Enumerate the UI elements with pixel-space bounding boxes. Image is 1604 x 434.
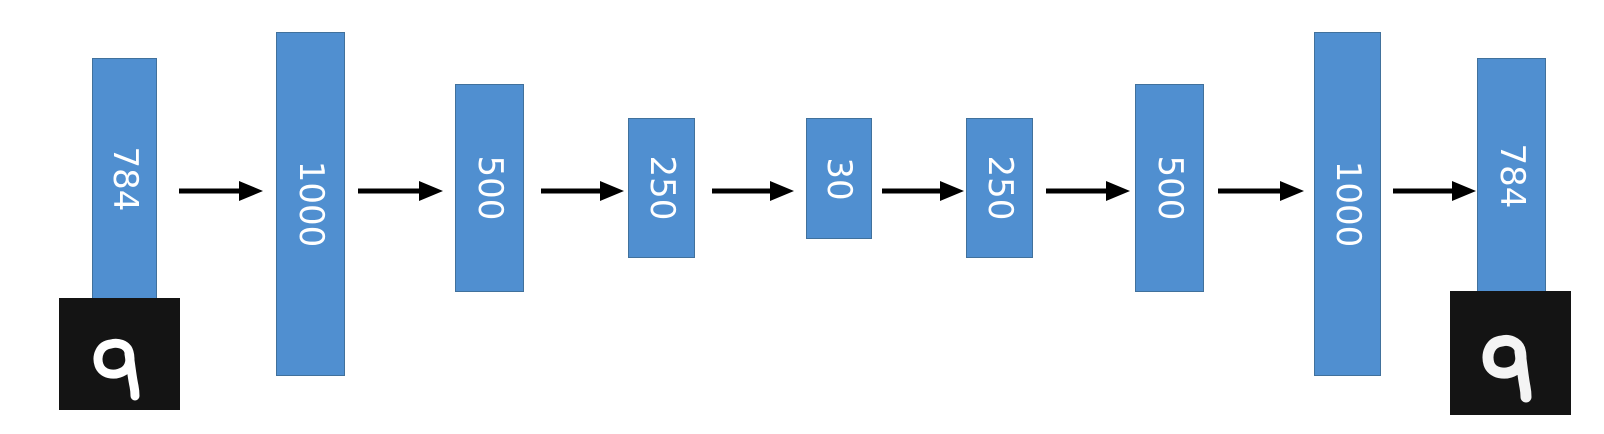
input-digit-image [59,298,180,410]
encoder-layer-2: 500 [455,84,524,292]
encoder-layer-1: 1000 [276,32,345,376]
arrow-right-icon [712,181,794,201]
handwritten-digit-icon [1482,334,1532,403]
layer-size-label: 250 [979,155,1020,221]
layer-size-label: 500 [469,155,510,221]
bottleneck-layer: 30 [806,118,872,239]
layer-size-label: 784 [104,146,145,212]
arrow-right-icon [358,181,443,201]
decoder-layer-1: 250 [966,118,1033,258]
arrow-right-icon [1046,181,1130,201]
layer-size-label: 784 [1491,143,1532,209]
decoder-layer-2: 500 [1135,84,1204,292]
arrow-right-icon [1393,181,1476,201]
encoder-layer-3: 250 [628,118,695,258]
layer-size-label: 1000 [1327,160,1368,248]
input-layer: 784 [92,58,157,300]
decoder-layer-3: 1000 [1314,32,1381,376]
output-digit-image [1450,291,1571,415]
layer-size-label: 250 [641,155,682,221]
output-layer: 784 [1477,58,1546,294]
layer-size-label: 500 [1149,155,1190,221]
layer-size-label: 1000 [290,160,331,248]
arrow-right-icon [541,181,624,201]
arrow-right-icon [179,181,263,201]
arrow-right-icon [882,181,964,201]
arrow-right-icon [1218,181,1304,201]
handwritten-digit-icon [93,338,140,401]
layer-size-label: 30 [819,156,859,201]
